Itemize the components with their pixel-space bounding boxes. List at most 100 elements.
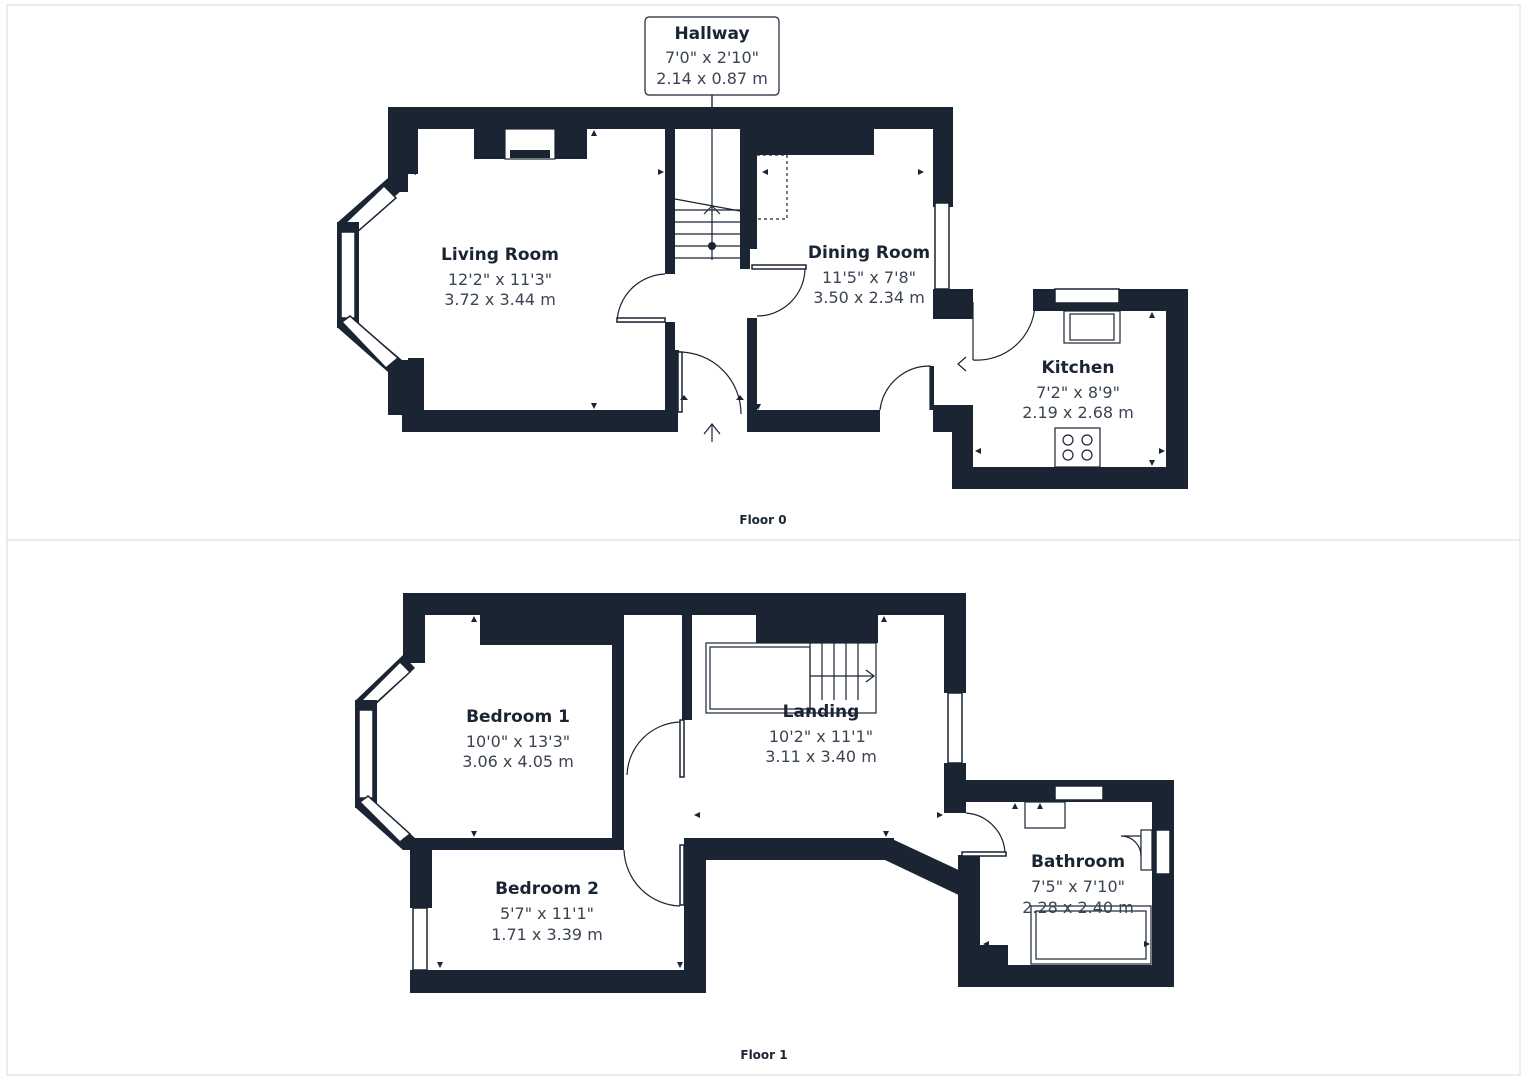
under-stairs-cupboard xyxy=(757,154,788,220)
room-dimensions-metric: 3.50 x 2.34 m xyxy=(813,288,925,307)
wall xyxy=(408,129,418,174)
room-name: Bedroom 1 xyxy=(466,707,570,727)
wall xyxy=(747,318,757,432)
room-name: Living Room xyxy=(441,245,559,265)
window xyxy=(1054,785,1104,801)
room-label-landing: Landing 10'2" x 11'1" 3.11 x 3.40 m xyxy=(765,702,877,766)
front-door xyxy=(677,351,683,413)
wall xyxy=(403,838,623,850)
toilet-cistern xyxy=(1140,829,1153,871)
window xyxy=(934,202,950,290)
wall xyxy=(410,838,432,908)
wall xyxy=(408,358,424,415)
room-label-dining-room: Dining Room 11'5" x 7'8" 3.50 x 2.34 m xyxy=(808,243,930,307)
wall xyxy=(388,107,953,129)
measurement-markers xyxy=(437,616,1150,968)
wall xyxy=(1152,780,1174,985)
room-name: Hallway xyxy=(674,24,749,44)
room-dimensions-metric: 3.06 x 4.05 m xyxy=(462,752,574,771)
room-dimensions-imperial: 12'2" x 11'3" xyxy=(448,270,552,289)
room-dimensions-metric: 2.19 x 2.68 m xyxy=(1022,403,1134,422)
bathroom-sink xyxy=(1024,801,1066,829)
room-label-bedroom-2: Bedroom 2 5'7" x 11'1" 1.71 x 3.39 m xyxy=(491,879,603,944)
floor-label: Floor 1 xyxy=(740,1048,787,1062)
door xyxy=(751,264,807,270)
wall xyxy=(388,107,408,192)
wall xyxy=(612,615,624,778)
kitchen-sink-basin xyxy=(1069,313,1115,341)
wall xyxy=(952,467,1188,489)
chimney-breast xyxy=(750,129,874,155)
wall xyxy=(747,410,880,432)
measurement-markers xyxy=(410,130,1165,466)
wall xyxy=(682,615,692,720)
bath-tub-basin xyxy=(1035,910,1147,960)
room-label-bathroom: Bathroom 7'5" x 7'10" 2.28 x 2.40 m xyxy=(1022,852,1134,917)
room-dimensions-imperial: 7'2" x 8'9" xyxy=(1036,383,1120,402)
door xyxy=(930,366,934,410)
room-name: Landing xyxy=(783,702,860,722)
room-dimensions-metric: 3.72 x 3.44 m xyxy=(444,290,556,309)
wall xyxy=(952,405,973,489)
window xyxy=(412,907,428,971)
bay-window xyxy=(340,231,356,319)
fireplace-hearth xyxy=(510,150,550,158)
door-swing xyxy=(879,365,931,411)
room-name: Bathroom xyxy=(1031,852,1125,872)
window xyxy=(1054,288,1120,304)
room-dimensions-metric: 2.28 x 2.40 m xyxy=(1022,898,1134,917)
room-label-living-room: Living Room 12'2" x 11'3" 3.72 x 3.44 m xyxy=(441,245,559,309)
room-label-bedroom-1: Bedroom 1 10'0" x 13'3" 3.06 x 4.05 m xyxy=(462,707,574,771)
room-dimensions-metric: 1.71 x 3.39 m xyxy=(491,925,603,944)
room-dimensions-imperial: 11'5" x 7'8" xyxy=(822,268,916,287)
wall xyxy=(684,838,894,860)
arrow-icon xyxy=(957,356,967,372)
chimney-breast xyxy=(480,615,613,645)
wall xyxy=(740,129,750,269)
bay-window xyxy=(358,795,412,844)
door xyxy=(616,317,666,323)
door xyxy=(679,844,685,906)
wall xyxy=(684,840,706,993)
door-swing xyxy=(678,351,742,415)
staircase xyxy=(705,642,877,714)
window xyxy=(947,692,963,764)
wall xyxy=(747,129,757,249)
wall xyxy=(958,855,980,985)
staircase xyxy=(674,95,741,260)
bay-window xyxy=(358,709,374,799)
floor-label: Floor 0 xyxy=(739,513,786,527)
door-swing xyxy=(626,721,681,776)
wall xyxy=(933,289,973,319)
room-dimensions-imperial: 10'2" x 11'1" xyxy=(769,727,873,746)
floor-1-panel xyxy=(6,539,1521,1076)
door xyxy=(679,719,685,778)
room-label-kitchen: Kitchen 7'2" x 8'9" 2.19 x 2.68 m xyxy=(1022,358,1134,422)
wall xyxy=(980,945,1008,965)
door-swing xyxy=(623,849,681,907)
room-name: Bedroom 2 xyxy=(495,879,599,899)
wall xyxy=(388,360,408,415)
window xyxy=(1155,829,1171,875)
wall xyxy=(612,778,624,850)
wall xyxy=(958,965,1174,987)
room-name: Dining Room xyxy=(808,243,930,263)
door-swing xyxy=(972,304,1036,361)
wall xyxy=(944,593,966,693)
wall xyxy=(885,838,965,898)
wall xyxy=(933,107,953,207)
wall xyxy=(403,593,966,615)
wall xyxy=(410,970,706,993)
wall xyxy=(403,593,425,663)
wall xyxy=(1166,289,1188,489)
door-swing xyxy=(965,812,1006,856)
wall xyxy=(665,322,675,432)
hob-icon xyxy=(1054,427,1101,468)
room-dimensions-metric: 2.14 x 0.87 m xyxy=(656,69,768,88)
room-dimensions-imperial: 5'7" x 11'1" xyxy=(500,904,594,923)
door-swing xyxy=(756,267,806,317)
door xyxy=(961,851,1007,857)
floor-1-plan xyxy=(355,593,1174,993)
bay-window xyxy=(340,315,400,370)
